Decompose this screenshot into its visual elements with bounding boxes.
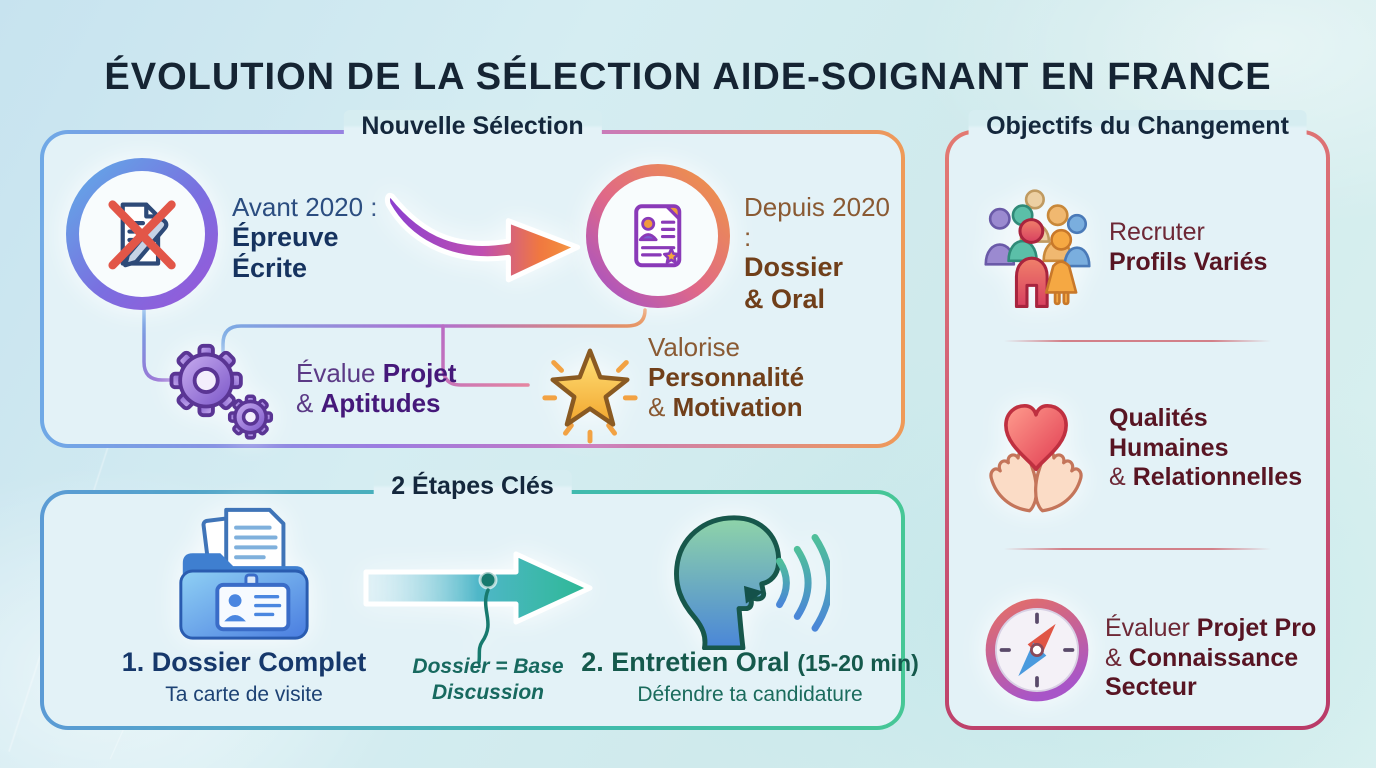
valorise-text: Valorise Personnalité &Motivation: [648, 332, 804, 422]
panel-objectifs-du-changement: Objectifs du Changement: [945, 110, 1330, 730]
objectif3-normal: Évaluer: [1105, 614, 1190, 642]
objectif1-normal: Recruter: [1109, 218, 1205, 246]
before-2020-bold1: Épreuve: [232, 222, 339, 253]
note-line2: Discussion: [431, 680, 545, 704]
objectif2-amp: &: [1109, 463, 1126, 491]
evalue-bold1: Projet: [382, 358, 457, 388]
evalue-amp: &: [296, 388, 314, 419]
step2-text: 2. Entretien Oral (15-20 min) Défendre ta…: [532, 647, 968, 707]
objectif2-bold1: Qualités: [1109, 404, 1208, 432]
compass-icon: [981, 594, 1093, 706]
objectif3-bold1: Projet Pro: [1196, 614, 1317, 642]
speaking-head-icon: [650, 502, 830, 650]
panel-nouvelle-selection-body: Avant 2020 : Épreuve Écrite: [44, 134, 901, 444]
panel-header-deux-etapes-cles: 2 Étapes Clés: [373, 470, 572, 503]
objectif2-bold3: Relationnelles: [1132, 463, 1303, 491]
heart-in-hands-icon: [975, 380, 1097, 526]
step2-duration: (15-20 min): [797, 650, 919, 676]
panel-nouvelle-selection: Nouvelle Sélection: [40, 110, 905, 448]
valorise-bold1: Personnalité: [648, 362, 805, 393]
valorise-normal: Valorise: [648, 332, 741, 362]
people-group-icon: [977, 184, 1091, 314]
star-icon: [536, 337, 644, 445]
evalue-normal: Évalue: [296, 358, 376, 388]
step2-subtitle: Défendre ta candidature: [637, 682, 863, 706]
gears-icon: [162, 340, 286, 446]
after-2020-text: Depuis 2020 : Dossier & Oral: [744, 192, 901, 315]
note-line1: Dossier = Base: [412, 655, 564, 678]
after-2020-bold2: & Oral: [744, 283, 826, 314]
panel-deux-etapes-cles: 2 Étapes Clés: [40, 470, 919, 730]
connector-lines: [142, 308, 647, 387]
before-2020-bold2: Écrite: [232, 253, 308, 284]
dossier-base-note: Dossier = Base Discussion: [374, 654, 602, 705]
panel-header-objectifs: Objectifs du Changement: [968, 110, 1307, 143]
objectif3-amp: &: [1105, 643, 1122, 672]
after-2020-bold1: Dossier: [744, 252, 844, 283]
divider: [1004, 548, 1271, 550]
crossed-written-exam-icon: [66, 158, 218, 310]
valorise-amp: &: [648, 392, 666, 423]
evalue-bold2: Aptitudes: [320, 388, 441, 419]
objectif-recruter-text: Recruter Profils Variés: [1109, 218, 1267, 277]
before-2020-text: Avant 2020 : Épreuve Écrite: [232, 192, 378, 285]
after-2020-label: Depuis 2020 :: [744, 192, 890, 253]
step1-subtitle: Ta carte de visite: [165, 682, 323, 706]
dossier-folder-icon: [160, 500, 324, 648]
transition-swoosh-arrow-icon: [384, 180, 588, 292]
valorise-bold2: Motivation: [672, 392, 803, 423]
step1-text: 1. Dossier Complet Ta carte de visite: [52, 647, 436, 707]
objectif3-bold3: Secteur: [1105, 673, 1197, 701]
step2-title: 2. Entretien Oral: [581, 647, 790, 677]
divider: [1004, 340, 1271, 342]
dossier-document-icon: [586, 164, 730, 308]
process-arrow-icon: [360, 542, 612, 674]
objectif-qualites-text: Qualités Humaines &Relationnelles: [1109, 404, 1302, 493]
objectif3-bold2: Connaissance: [1128, 643, 1299, 672]
objectif1-bold: Profils Variés: [1109, 247, 1268, 276]
panel-header-nouvelle-selection: Nouvelle Sélection: [343, 110, 602, 143]
page-title: ÉVOLUTION DE LA SÉLECTION AIDE-SOIGNANT …: [104, 56, 1272, 99]
panel-deux-etapes-cles-body: 1. Dossier Complet Ta carte de visite: [44, 494, 919, 726]
before-2020-label: Avant 2020 :: [232, 192, 378, 222]
step1-title: 1. Dossier Complet: [121, 647, 367, 677]
panel-objectifs-body: Recruter Profils Variés: [949, 134, 1326, 726]
objectif2-bold2: Humaines: [1109, 433, 1229, 462]
